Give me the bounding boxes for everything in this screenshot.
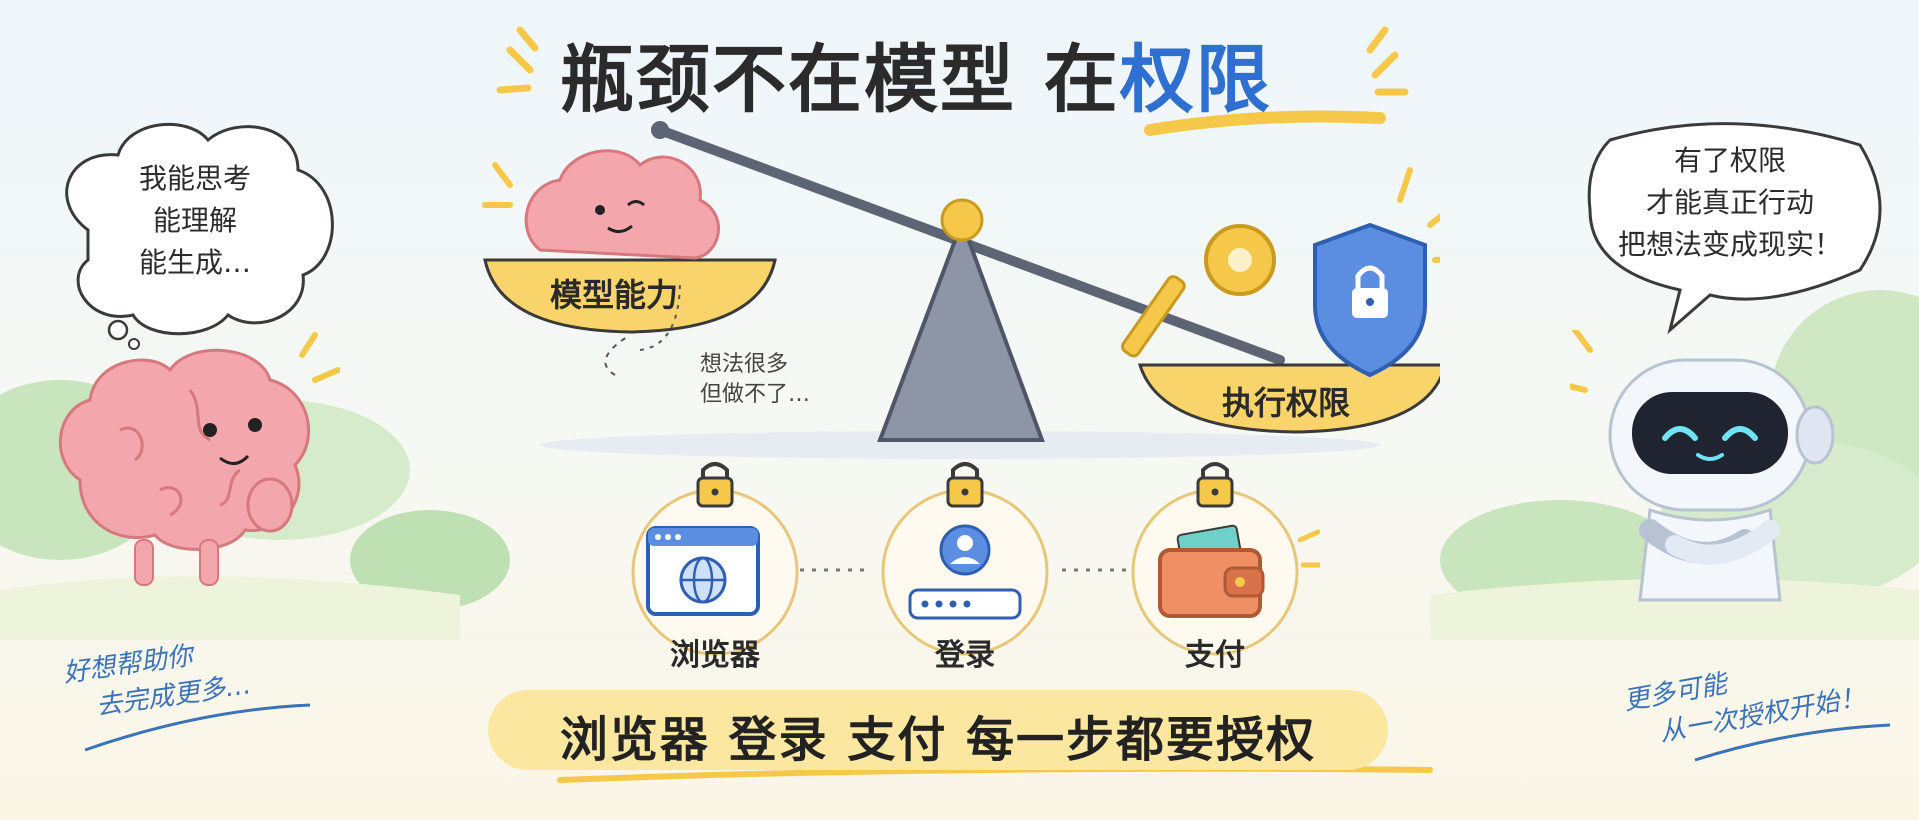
right-caption-swoosh — [1694, 723, 1891, 762]
padlock-icon — [1196, 462, 1234, 508]
title-underline — [1144, 110, 1386, 136]
right-pan — [1137, 363, 1440, 434]
robot-character — [1570, 330, 1835, 602]
left-pan — [483, 258, 777, 334]
beam-left-end — [651, 121, 669, 139]
key-icon — [1121, 224, 1276, 358]
left-bubble-text: 我能思考 能理解 能生成… — [110, 158, 280, 284]
ground-shadow — [540, 431, 1380, 459]
right-pan-label: 执行权限 — [1222, 384, 1351, 422]
page-title: 瓶颈不在模型 在权限 — [560, 20, 1272, 127]
left-bubble-line: 能理解 — [152, 204, 237, 237]
note-line: 想法很多 — [700, 352, 789, 377]
left-thought-bubble — [65, 122, 334, 350]
right-bubble-line: 有了权限 — [1673, 144, 1786, 177]
permission-label-browser: 浏览器 — [670, 638, 760, 673]
bottom-banner-text: 浏览器 登录 支付 每一步都要授权 — [559, 712, 1317, 768]
permission-label-pay: 支付 — [1185, 638, 1245, 673]
left-caption-swoosh — [84, 703, 311, 752]
note-dash-arrow — [604, 334, 631, 376]
right-bubble-line: 才能真正行动 — [1645, 186, 1814, 219]
permission-pay — [1131, 462, 1320, 656]
login-user-icon — [908, 524, 1022, 620]
banner-underline — [557, 765, 1433, 783]
capability-note: 想法很多 但做不了… — [700, 350, 810, 410]
title-sparkles — [496, 26, 1409, 96]
left-bubble-line: 能生成… — [138, 246, 251, 279]
title-main-text: 瓶颈不在模型 在 — [560, 37, 1120, 123]
robot-character-icon — [1608, 358, 1835, 602]
brain-character — [58, 332, 340, 586]
permission-row — [631, 462, 1320, 656]
title-accent-text: 权限 — [1119, 37, 1272, 123]
brain-character-icon — [58, 348, 311, 586]
padlock-icon — [696, 462, 734, 508]
right-speech-bubble — [1587, 122, 1882, 335]
permission-label-login: 登录 — [935, 638, 995, 673]
permission-login — [881, 462, 1049, 656]
brain-on-scale-icon — [524, 149, 720, 260]
right-bubble-text: 有了权限 才能真正行动 把想法变成现实！ — [1610, 140, 1850, 266]
left-pan-label: 模型能力 — [550, 276, 679, 314]
right-bubble-line: 把想法变成现实！ — [1617, 228, 1842, 261]
padlock-icon — [946, 462, 984, 508]
browser-globe-icon — [646, 526, 760, 616]
shield-lock-icon — [1313, 222, 1427, 378]
note-line: 但做不了… — [700, 382, 811, 407]
left-bubble-line: 我能思考 — [138, 162, 251, 195]
permission-browser — [631, 462, 799, 656]
wallet-icon — [1158, 524, 1265, 618]
bottom-banner-background — [488, 690, 1388, 770]
scale-fulcrum — [877, 216, 1045, 442]
scale-pivot — [940, 198, 984, 242]
balance-scale — [482, 121, 1440, 442]
